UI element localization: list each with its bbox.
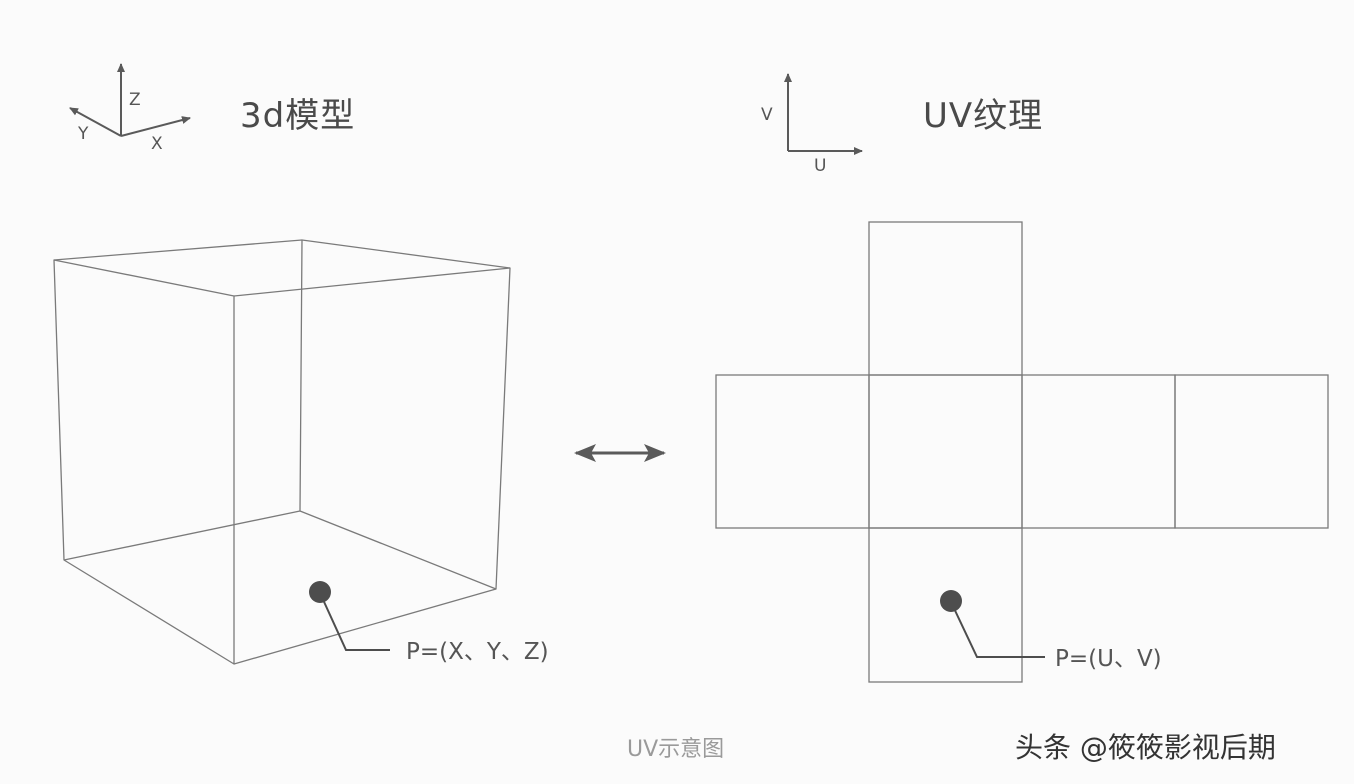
uv-face-right [1021,374,1176,529]
uv-net [715,221,1329,683]
cube-edge [53,239,303,261]
uv-face-bottom [868,527,1023,683]
v-axis-label: V [761,105,773,125]
uv-face-left [715,374,870,529]
uv-face-center [868,374,1023,529]
right-title: UV纹理 [923,96,1044,136]
z-axis-label: Z [129,90,141,110]
y-axis [69,107,122,137]
cube-back-face [299,239,511,590]
uv-point-marker [940,590,1045,658]
xyz-axes-icon [69,63,191,137]
cube-point-label: P=(X、Y、Z) [406,639,549,665]
x-axis-label: X [151,134,163,154]
x-axis [120,116,191,137]
cube-front-face [53,259,235,665]
y-axis-label: Y [78,124,89,144]
uv-point-label: P=(U、V) [1055,646,1162,672]
wireframe-cube [53,239,511,665]
left-title: 3d模型 [240,96,356,136]
uv-face-far-right [1174,374,1329,529]
u-axis-label: U [814,156,827,176]
cube-point-marker [309,581,390,651]
cube-edge [233,588,497,665]
uv-face-top [868,221,1023,376]
cube-edge [63,510,301,561]
watermark: 头条 @筱筱影视后期 [1015,731,1276,764]
figure-caption: UV示意图 [627,737,725,762]
cube-edge [233,267,511,297]
uv-axes-icon [784,73,863,155]
